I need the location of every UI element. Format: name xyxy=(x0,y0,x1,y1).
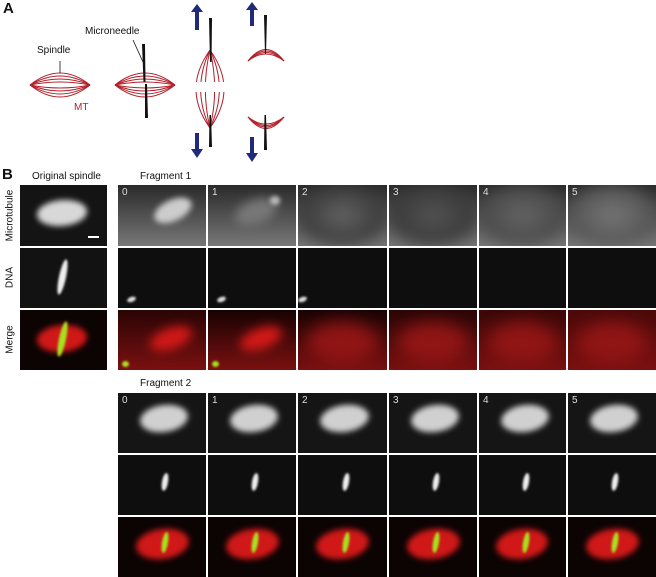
signal xyxy=(160,472,170,492)
signal xyxy=(212,361,220,367)
row-label-microtubule: Microtubule xyxy=(4,189,16,242)
signal xyxy=(610,472,620,492)
signal xyxy=(36,198,89,229)
fragment1-merge-3 xyxy=(389,310,477,370)
panel-a-diagram xyxy=(29,2,285,162)
fragment2-microtubule-0: 0 xyxy=(118,393,206,453)
frame-number: 3 xyxy=(393,395,399,406)
frame-number: 2 xyxy=(302,395,308,406)
signal xyxy=(318,401,371,436)
mt-label: MT xyxy=(74,102,89,113)
signal xyxy=(298,185,387,246)
fragment2-dna-5 xyxy=(568,455,656,515)
fragment1-dna-1 xyxy=(208,248,296,308)
signal xyxy=(216,295,227,304)
frame-number: 3 xyxy=(393,187,399,198)
frame-number: 5 xyxy=(572,187,578,198)
fragment1-dna-5 xyxy=(568,248,656,308)
fragment1-merge-2 xyxy=(298,310,387,370)
fragment2-merge-4 xyxy=(479,517,566,577)
signal xyxy=(397,322,469,364)
fragment2-dna-1 xyxy=(208,455,296,515)
fragment1-microtubule-4: 4 xyxy=(479,185,566,246)
spindle-fragments-stretched xyxy=(195,49,225,129)
fragment1-merge-4 xyxy=(479,310,566,370)
signal xyxy=(487,322,558,364)
fragment-1-heading: Fragment 1 xyxy=(140,171,192,182)
fragment1-microtubule-1: 1 xyxy=(208,185,296,246)
panel-a-label: A xyxy=(3,0,14,17)
fragment2-microtubule-3: 3 xyxy=(389,393,477,453)
fragment1-microtubule-5: 5 xyxy=(568,185,656,246)
signal xyxy=(520,472,531,492)
original-merge xyxy=(20,310,107,370)
fragment2-merge-2 xyxy=(298,517,387,577)
signal xyxy=(138,401,191,436)
signal xyxy=(306,322,379,364)
fragment1-merge-0 xyxy=(118,310,206,370)
signal xyxy=(576,322,648,364)
original-dna xyxy=(20,248,107,308)
frame-number: 4 xyxy=(483,187,489,198)
fragment2-microtubule-1: 1 xyxy=(208,393,296,453)
frame-number: 1 xyxy=(212,395,218,406)
signal xyxy=(588,401,641,436)
signal xyxy=(250,472,260,492)
fragment2-dna-3 xyxy=(389,455,477,515)
frame-number: 0 xyxy=(122,395,128,406)
fragment2-microtubule-2: 2 xyxy=(298,393,387,453)
row-label-merge: Merge xyxy=(4,325,16,354)
signal xyxy=(122,361,130,367)
row-label-dna: DNA xyxy=(4,266,16,289)
signal xyxy=(479,185,566,246)
fragment2-microtubule-4: 4 xyxy=(479,393,566,453)
frame-number: 5 xyxy=(572,395,578,406)
fragment2-merge-3 xyxy=(389,517,477,577)
fragment2-dna-0 xyxy=(118,455,206,515)
frame-number: 2 xyxy=(302,187,308,198)
signal xyxy=(568,185,656,246)
fragment2-merge-5 xyxy=(568,517,656,577)
original-spindle-heading: Original spindle xyxy=(32,171,101,182)
fragment1-merge-5 xyxy=(568,310,656,370)
microneedle-label: Microneedle xyxy=(85,26,140,37)
spindle-intact xyxy=(29,72,91,98)
fragment1-merge-1 xyxy=(208,310,296,370)
signal xyxy=(150,192,196,229)
signal xyxy=(389,185,477,246)
frame-number: 4 xyxy=(483,395,489,406)
fragment1-dna-0 xyxy=(118,248,206,308)
spindle-label: Spindle xyxy=(37,45,71,56)
signal xyxy=(409,401,462,436)
signal xyxy=(340,472,351,492)
fragment1-microtubule-2: 2 xyxy=(298,185,387,246)
fragment2-dna-2 xyxy=(298,455,387,515)
scale-bar xyxy=(88,236,99,238)
signal xyxy=(236,321,286,356)
signal xyxy=(146,321,196,356)
signal xyxy=(55,258,70,296)
arrow-icons xyxy=(191,2,258,162)
signal xyxy=(431,472,441,492)
fragment1-microtubule-3: 3 xyxy=(389,185,477,246)
fragment1-microtubule-0: 0 xyxy=(118,185,206,246)
signal xyxy=(269,195,281,205)
frame-number: 1 xyxy=(212,187,218,198)
original-microtubule xyxy=(20,185,107,246)
signal xyxy=(499,401,551,436)
panel-b-label: B xyxy=(2,166,13,183)
fragment1-dna-3 xyxy=(389,248,477,308)
fragment-2-heading: Fragment 2 xyxy=(140,378,192,389)
microneedles xyxy=(142,15,267,150)
signal xyxy=(228,401,281,436)
signal xyxy=(126,295,137,304)
fragment1-dna-2 xyxy=(298,248,387,308)
fragment2-dna-4 xyxy=(479,455,566,515)
frame-number: 0 xyxy=(122,187,128,198)
fragment2-microtubule-5: 5 xyxy=(568,393,656,453)
fragment1-dna-4 xyxy=(479,248,566,308)
fragment2-merge-0 xyxy=(118,517,206,577)
signal xyxy=(298,295,308,304)
fragment2-merge-1 xyxy=(208,517,296,577)
